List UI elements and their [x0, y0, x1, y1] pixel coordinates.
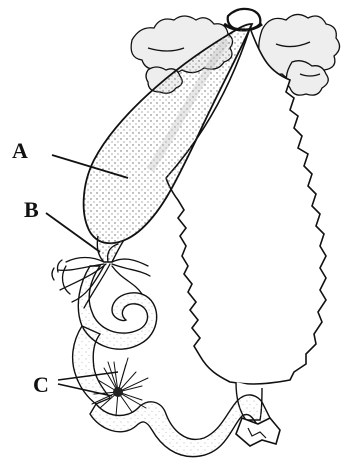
label-b: B [24, 197, 39, 222]
label-a: A [12, 138, 28, 163]
label-c: C [33, 372, 49, 397]
